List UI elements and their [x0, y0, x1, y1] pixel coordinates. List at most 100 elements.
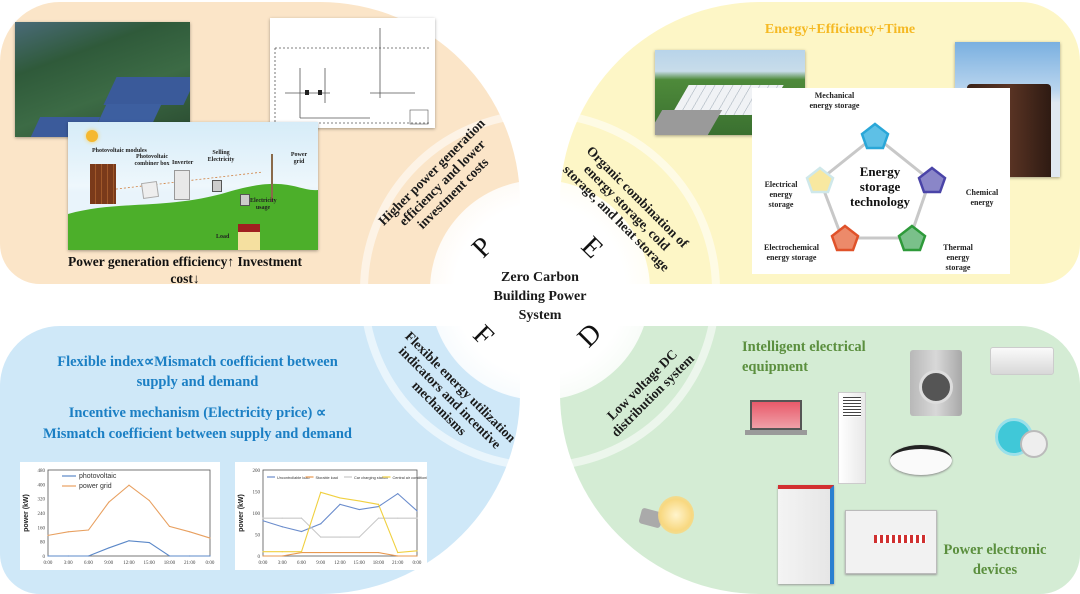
x-tick-label: 0:00 — [44, 561, 53, 566]
data-point — [148, 541, 150, 544]
schematic-lines — [274, 28, 430, 125]
center-glow — [430, 180, 650, 400]
x-tick-label: 21:00 — [392, 561, 404, 566]
schematic-node — [318, 90, 322, 95]
x-tick-label: 18:00 — [373, 561, 385, 566]
data-point — [128, 540, 130, 542]
solar-panel-icon — [90, 164, 116, 204]
label-mechanical: Mechanical energy storage — [809, 91, 860, 110]
y-tick-label: 320 — [38, 498, 46, 503]
data-point — [262, 517, 264, 519]
y-axis-label: power (kW) — [238, 494, 245, 532]
data-point — [320, 491, 322, 493]
label-load: Load — [216, 234, 230, 240]
data-point — [108, 501, 110, 503]
center-title: Zero Carbon Building Power System — [470, 268, 610, 325]
data-point — [168, 555, 171, 557]
data-point — [397, 551, 399, 554]
legend-label: power grid — [79, 483, 112, 490]
data-point — [300, 551, 303, 553]
legend-label: Central air conditioning — [393, 476, 428, 480]
data-point — [128, 484, 130, 486]
data-point — [262, 551, 264, 553]
y-tick-label: 50 — [255, 534, 261, 539]
data-point — [281, 526, 283, 528]
formula-line: Mismatch coefficient between supply and … — [43, 426, 352, 442]
meter-icon — [212, 180, 222, 192]
data-point — [67, 555, 69, 557]
pv-system-diagram: Photovoltaic modules Photovoltaic combin… — [68, 122, 318, 250]
heading-line: Power electronic — [943, 542, 1047, 558]
node-chemical-icon — [917, 166, 947, 194]
data-point — [320, 536, 322, 538]
intelligent-equipment-heading: Intelligent electrical equipment — [742, 337, 866, 377]
vacuum-cleaner-icon — [990, 410, 1050, 465]
y-tick-label: 200 — [253, 469, 261, 474]
energy-title: Energy+Efficiency+Time — [764, 22, 916, 37]
x-tick-label: 15:00 — [144, 561, 156, 566]
hub-title-line: Energy — [859, 164, 901, 179]
heading-line: devices — [972, 562, 1018, 578]
data-point — [209, 555, 211, 557]
combiner-box-icon — [140, 180, 160, 200]
series-line-central-air-conditioning — [263, 491, 418, 554]
data-point — [47, 534, 49, 536]
x-tick-label: 12:00 — [334, 561, 346, 566]
solar-farm-aerial-photo — [15, 22, 190, 137]
breaker-panel-icon — [845, 510, 937, 574]
x-tick-label: 15:00 — [354, 561, 366, 566]
label-electrical: Electrical energy storage — [764, 180, 798, 209]
data-point — [281, 555, 283, 557]
legend-label: Car charging station — [354, 476, 388, 480]
x-tick-label: 3:00 — [278, 561, 287, 566]
formula-line: supply and demand — [136, 374, 259, 390]
sun-icon — [86, 130, 98, 142]
inverter-icon — [174, 170, 190, 200]
node-mechanical-icon — [860, 122, 890, 150]
x-tick-label: 0:00 — [413, 561, 422, 566]
label-usage: Electricity usage — [250, 198, 277, 211]
power-pole-icon — [271, 154, 273, 202]
data-point — [300, 551, 303, 554]
x-tick-label: 0:00 — [259, 561, 268, 566]
wall-ac-icon — [990, 347, 1054, 375]
legend-label: Storable load — [316, 476, 338, 480]
data-point — [281, 551, 283, 553]
data-point — [168, 525, 171, 528]
energy-storage-diagram: Energy storage technology Mechanical ene… — [752, 88, 1010, 274]
laptop-icon — [745, 400, 807, 438]
road — [655, 110, 723, 135]
meter-icon — [240, 194, 250, 206]
data-point — [358, 536, 360, 538]
data-point — [358, 508, 360, 511]
data-point — [87, 555, 90, 557]
x-tick-label: 0:00 — [206, 561, 215, 566]
data-point — [281, 517, 283, 519]
plot-frame — [47, 469, 211, 557]
center-title-line: System — [518, 308, 562, 323]
storage-pentagon — [805, 122, 947, 252]
data-point — [108, 547, 110, 549]
house-icon — [238, 224, 260, 250]
data-point — [320, 551, 322, 554]
data-point — [397, 517, 399, 519]
x-tick-label: 6:00 — [84, 561, 93, 566]
data-point — [148, 499, 150, 502]
x-tick-label: 18:00 — [164, 561, 176, 566]
label-inverter: Inverter — [172, 160, 194, 166]
formula-line: Flexible index∝Mismatch coefficient betw… — [57, 354, 338, 370]
legend-label: Uncontrollable load — [277, 476, 310, 480]
y-tick-label: 0 — [258, 555, 261, 560]
data-point — [300, 530, 303, 533]
data-point — [189, 555, 191, 557]
x-tick-label: 9:00 — [104, 561, 113, 566]
data-point — [209, 537, 211, 539]
x-tick-label: 9:00 — [316, 561, 325, 566]
data-point — [339, 497, 341, 499]
hub-title: Energy storage technology — [840, 164, 920, 209]
heading-line: Intelligent electrical — [742, 339, 866, 355]
label-electrochemical: Electrochemical energy storage — [764, 243, 819, 262]
